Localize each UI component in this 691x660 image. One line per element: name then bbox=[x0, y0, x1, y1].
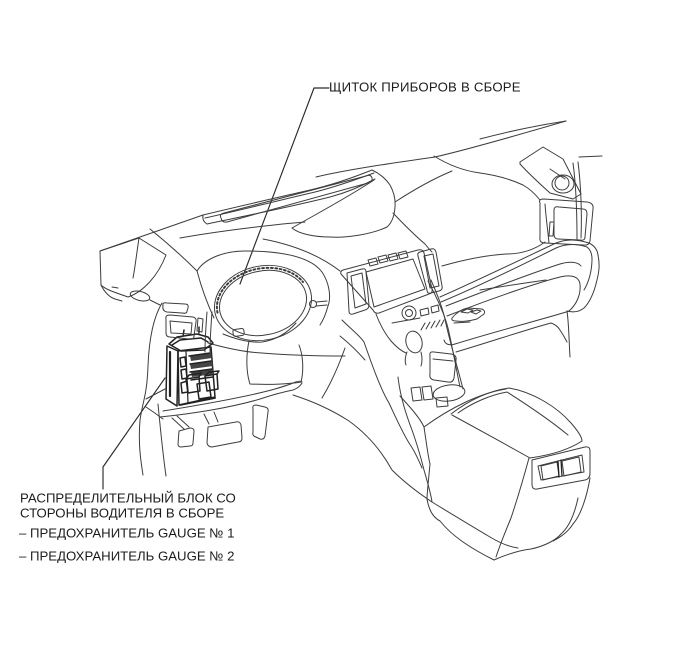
svg-text:– ПРЕДОХРАНИТЕЛЬ GAUGE № 2: – ПРЕДОХРАНИТЕЛЬ GAUGE № 2 bbox=[19, 549, 234, 564]
svg-text:ЩИТОК ПРИБОРОВ В СБОРЕ: ЩИТОК ПРИБОРОВ В СБОРЕ bbox=[329, 80, 521, 95]
svg-text:СТОРОНЫ ВОДИТЕЛЯ В СБОРЕ: СТОРОНЫ ВОДИТЕЛЯ В СБОРЕ bbox=[20, 506, 224, 521]
svg-text:– ПРЕДОХРАНИТЕЛЬ GAUGE № 1: – ПРЕДОХРАНИТЕЛЬ GAUGE № 1 bbox=[19, 526, 234, 541]
svg-text:РАСПРЕДЕЛИТЕЛЬНЫЙ БЛОК СО: РАСПРЕДЕЛИТЕЛЬНЫЙ БЛОК СО bbox=[20, 491, 236, 506]
